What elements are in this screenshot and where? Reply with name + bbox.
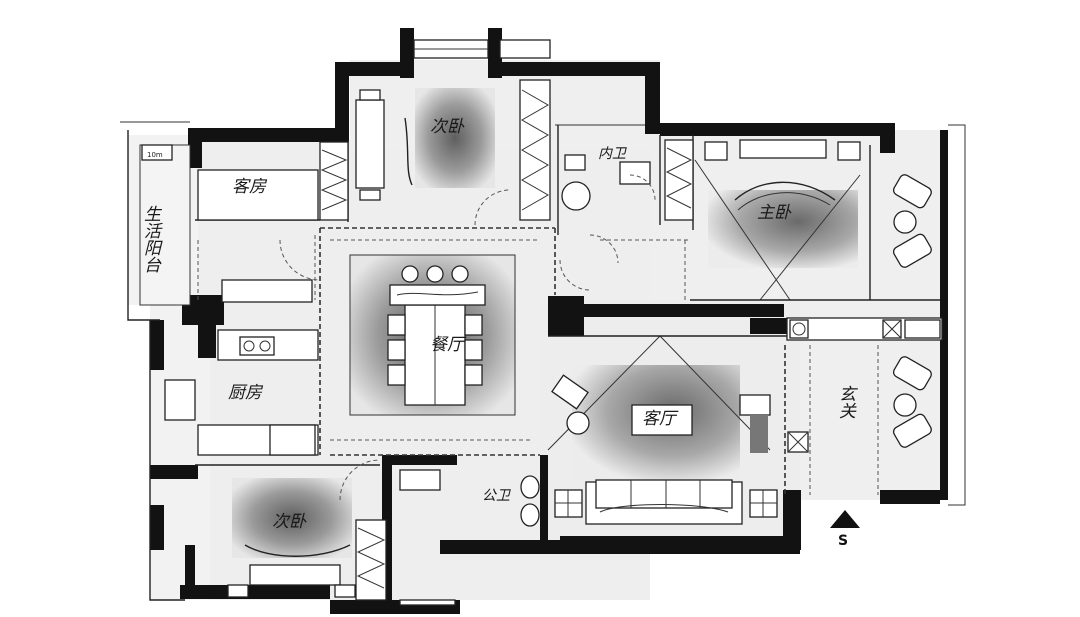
master-rug bbox=[694, 159, 861, 301]
thresholds bbox=[197, 227, 879, 495]
dining-table bbox=[387, 265, 486, 406]
entry-cabinets bbox=[786, 317, 943, 453]
label-dining-room: 餐厅 bbox=[430, 335, 467, 355]
label-public-bath: 公卫 bbox=[482, 488, 511, 504]
wardrobes bbox=[319, 79, 694, 601]
room-labels: 次卧 客房 内卫 主卧 餐厅 厨房 客厅 公卫 次卧 10m 生活阳台 玄关 bbox=[140, 117, 856, 532]
door-swings bbox=[279, 174, 656, 501]
kitchen-counters bbox=[164, 279, 319, 456]
bottom-bedroom-bed bbox=[227, 544, 356, 598]
guest-room-furniture bbox=[139, 144, 319, 306]
label-dimension-note: 10m bbox=[147, 151, 163, 159]
top-bedroom-bed bbox=[355, 89, 413, 201]
second-bedroom-bottom-rug bbox=[232, 478, 352, 558]
label-kitchen: 厨房 bbox=[228, 383, 264, 403]
label-second-bedroom-bottom: 次卧 bbox=[272, 512, 307, 532]
label-service-balcony: 生活阳台 bbox=[140, 205, 161, 273]
windows bbox=[413, 39, 551, 59]
bath-fixtures bbox=[399, 154, 651, 606]
second-bedroom-top-rug bbox=[415, 88, 495, 188]
balcony-chairs bbox=[892, 174, 932, 448]
label-en-suite-bath: 内卫 bbox=[598, 146, 627, 162]
master-bed bbox=[704, 139, 861, 211]
north-marker-label: S bbox=[838, 533, 848, 549]
label-second-bedroom-top: 次卧 bbox=[430, 117, 465, 137]
north-marker: S bbox=[830, 510, 860, 549]
label-living-room: 客厅 bbox=[642, 409, 679, 429]
label-guest-room: 客房 bbox=[232, 177, 268, 197]
walls bbox=[150, 28, 948, 614]
label-master-bedroom: 主卧 bbox=[757, 203, 792, 223]
label-entrance: 玄关 bbox=[835, 385, 856, 419]
living-furniture bbox=[551, 374, 778, 525]
